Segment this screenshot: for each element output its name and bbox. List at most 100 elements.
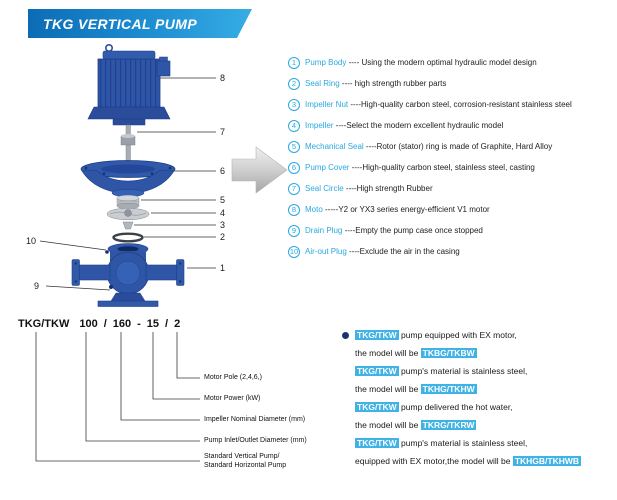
label-standard-pump: Standard Vertical Pump/ Standard Horizon… [204, 452, 286, 470]
callout-lines [39, 77, 216, 291]
part-description: ----Exclude the air in the casing [346, 247, 460, 256]
note-line: TKG/TKW pump delivered the hot water, [355, 402, 617, 413]
note-text: pump's material is stainless steel, [398, 366, 528, 376]
model-code-token: 160 [112, 318, 132, 330]
page-title: TKG VERTICAL PUMP [43, 15, 198, 32]
shaft-coupling [120, 124, 136, 168]
callout-number: 4 [220, 208, 225, 218]
part-description: -----Y2 or YX3 series energy-efficient V… [322, 205, 490, 214]
pump-cover [80, 160, 176, 198]
pump-body [71, 243, 185, 307]
part-number-badge: 3 [288, 98, 300, 111]
callout-number: 10 [26, 236, 36, 246]
part-list-item: 6 Pump Cover ----High-quality carbon ste… [288, 161, 617, 174]
part-number-badge: 2 [288, 77, 300, 90]
model-code-highlight: TKG/TKW [355, 366, 399, 376]
note-line: TKG/TKW pump's material is stainless ste… [355, 366, 617, 377]
model-code-highlight: TKRG/TKRW [420, 420, 477, 430]
callout-number: 1 [220, 263, 225, 273]
label-motor-pole: Motor Pole (2,4,6,) [204, 374, 262, 381]
note-text: pump delivered the hot water, [398, 402, 513, 412]
part-description: ----Rotor (stator) ring is made of Graph… [363, 142, 553, 151]
part-description: ----High-quality carbon steel, corrosion… [348, 100, 572, 109]
label-impeller-diameter: Impeller Nominal Diameter (mm) [204, 416, 306, 423]
note-text: the model will be [355, 348, 421, 358]
model-code: TKG/TKW 100 / 160 - 15 / 2 [18, 318, 180, 330]
model-code-highlight: TKG/TKW [355, 402, 399, 412]
part-number-badge: 10 [288, 245, 300, 258]
label-standard-line1: Standard Vertical Pump/ [204, 453, 280, 460]
part-list-item: 1 Pump Body ---- Using the modern optima… [288, 56, 617, 69]
suction-flange [71, 259, 80, 286]
part-number-badge: 1 [288, 56, 300, 69]
header-banner: TKG VERTICAL PUMP [28, 9, 252, 38]
model-code-token: 15 [146, 318, 160, 330]
note-text: pump's material is stainless steel, [398, 438, 528, 448]
part-number-badge: 7 [288, 182, 300, 195]
part-list-item: 4 Impeller ----Select the modern excelle… [288, 119, 617, 132]
part-list-item: 10 Air-out Plug ----Exclude the air in t… [288, 245, 617, 258]
part-list-item: 3 Impeller Nut ----High-quality carbon s… [288, 98, 617, 111]
part-list-item: 7 Seal Circle ----High strength Rubber [288, 182, 617, 195]
terminal-box [156, 60, 171, 77]
note-text: equipped with EX motor,the model will be [355, 456, 513, 466]
bullet-dot [342, 332, 349, 339]
part-description: ----Empty the pump case once stopped [342, 226, 483, 235]
part-name: Pump Body [305, 58, 347, 67]
label-motor-power: Motor Power (kW) [204, 395, 261, 402]
model-code-highlight: TKHGB/TKHWB [512, 456, 582, 466]
part-name: Seal Ring [305, 79, 340, 88]
part-description: ----High strength Rubber [343, 184, 433, 193]
note-line: equipped with EX motor,the model will be… [355, 456, 617, 467]
model-code-token: 100 [79, 318, 98, 330]
note-line: the model will be TKRG/TKRW [355, 420, 617, 431]
model-code-token: - [137, 318, 141, 330]
model-code-highlight: TKBG/TKBW [420, 348, 477, 358]
discharge-flange [176, 259, 185, 286]
part-description: ---- Using the modern optimal hydraulic … [346, 58, 537, 67]
model-code-token: TKG/TKW [18, 318, 70, 330]
note-text: pump equipped with EX motor, [398, 330, 517, 340]
drain-plug [109, 285, 113, 289]
callout-numbers: 8 7 6 5 4 3 2 1 10 9 [26, 73, 225, 291]
part-list-item: 8 Moto -----Y2 or YX3 series energy-effi… [288, 203, 617, 216]
model-code-token: / [165, 318, 169, 330]
callout-number: 8 [220, 73, 225, 83]
part-name: Mechanical Seal [305, 142, 364, 151]
part-name: Seal Circle [305, 184, 344, 193]
part-list-item: 5 Mechanical Seal ----Rotor (stator) rin… [288, 140, 617, 153]
air-out-plug [105, 250, 109, 254]
note-line: TKG/TKW pump's material is stainless ste… [355, 438, 617, 449]
impeller [106, 207, 150, 221]
seal-ring [112, 232, 144, 243]
label-standard-line2: Standard Horizontal Pump [204, 462, 287, 469]
part-description: ----High-quality carbon steel, stainless… [349, 163, 535, 172]
terminal-box-cap [159, 56, 168, 62]
part-number-badge: 8 [288, 203, 300, 216]
callout-number: 9 [34, 281, 39, 291]
part-description: ---- high strength rubber parts [339, 79, 447, 88]
mechanical-seal [116, 194, 140, 209]
note-line: TKG/TKW pump equipped with EX motor, [355, 330, 617, 341]
part-list-item: 9 Drain Plug ----Empty the pump case onc… [288, 224, 617, 237]
callout-number: 2 [220, 232, 225, 242]
parts-list: 1 Pump Body ---- Using the modern optima… [288, 56, 617, 267]
callout-number: 6 [220, 166, 225, 176]
part-name: Pump Cover [305, 163, 350, 172]
part-name: Impeller [305, 121, 334, 130]
pump-exploded-diagram: 8 7 6 5 4 3 2 1 10 9 [26, 44, 225, 307]
part-name: Air-out Plug [305, 247, 347, 256]
label-inlet-outlet: Pump Inlet/Outlet Diameter (mm) [204, 437, 307, 444]
note-text: the model will be [355, 384, 421, 394]
part-name: Impeller Nut [305, 100, 349, 109]
callout-number: 5 [220, 195, 225, 205]
callout-number: 3 [220, 220, 225, 230]
part-name: Moto [305, 205, 323, 214]
model-notes: TKG/TKW pump equipped with EX motor, the… [355, 330, 617, 474]
impeller-nut [122, 221, 134, 230]
model-code-token: 2 [174, 318, 181, 330]
model-code-highlight: TKHG/TKHW [420, 384, 477, 394]
part-number-badge: 5 [288, 140, 300, 153]
part-list-item: 2 Seal Ring ---- high strength rubber pa… [288, 77, 617, 90]
